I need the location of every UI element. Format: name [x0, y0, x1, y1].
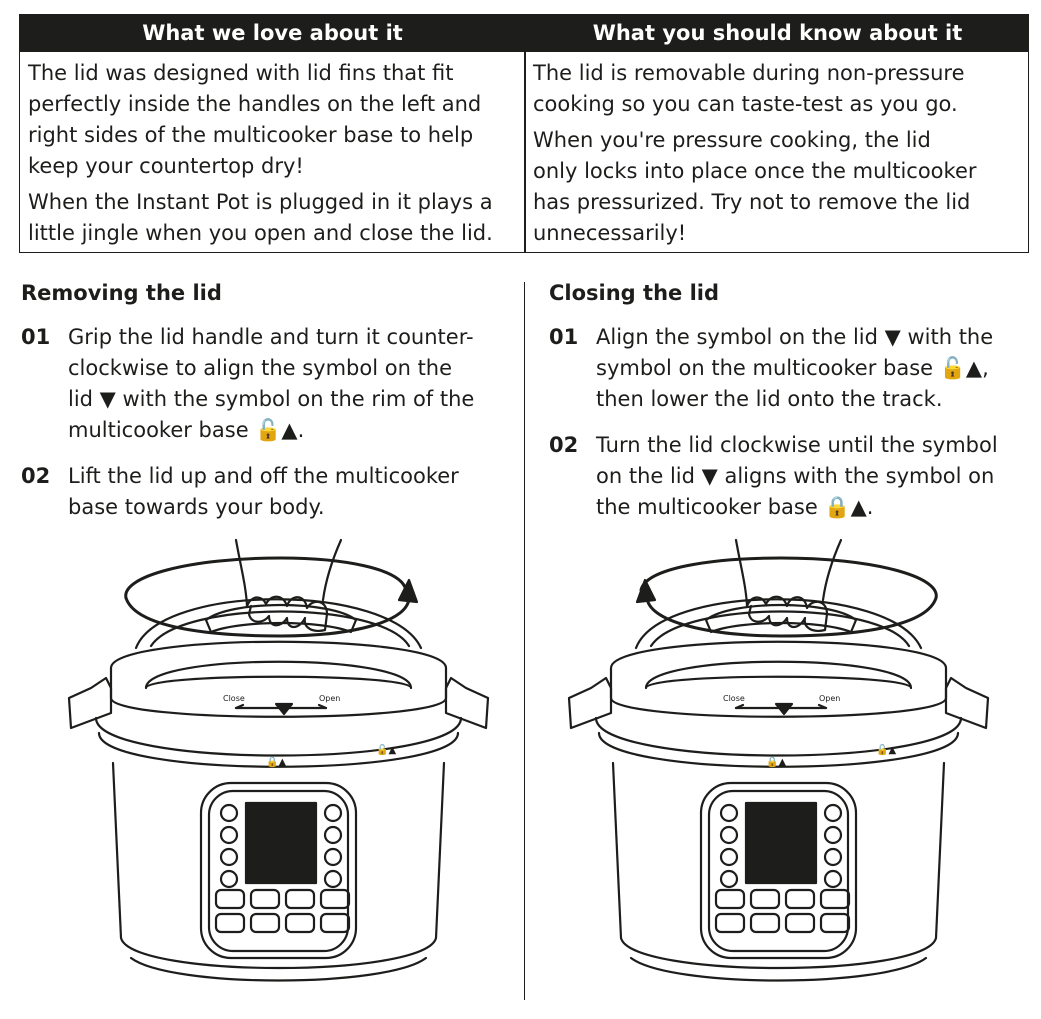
text-line: on the lid ▼ aligns with the symbol on	[596, 464, 995, 488]
removing-section: Removing the lid 01 Grip the lid handle …	[21, 278, 511, 538]
lid-rim	[109, 640, 448, 718]
lid-marker	[774, 702, 794, 716]
closing-illustration: Close Open 🔒▲ 🔓▲	[551, 538, 1011, 998]
panel-buttons-left	[219, 803, 239, 889]
side-handle-left	[67, 676, 113, 730]
lid-dome-inner	[149, 610, 411, 648]
text-line: cooking so you can taste-test as you go.	[533, 92, 958, 116]
panel-buttons-right	[323, 803, 343, 889]
hand	[734, 538, 829, 632]
text-line: When the Instant Pot is plugged in it pl…	[28, 190, 493, 214]
pot-body	[111, 761, 446, 970]
removing-steps: 01 Grip the lid handle and turn it count…	[21, 322, 511, 523]
lid-dome	[134, 598, 423, 650]
info-table-header: What we love about it What you should kn…	[20, 15, 1028, 52]
rotation-arrow	[639, 556, 938, 600]
removing-illustration: Close Open 🔒▲ 🔓▲	[51, 538, 511, 998]
text-line: little jingle when you open and close th…	[28, 221, 493, 245]
lid-handle	[704, 603, 858, 634]
text-line: the multicooker base 🔒▲.	[596, 495, 874, 519]
base-rim	[594, 716, 963, 757]
close-label: Close	[723, 694, 745, 703]
text-line: keep your countertop dry!	[28, 154, 304, 178]
rotation-arrow	[124, 556, 408, 600]
lid-handle	[204, 603, 358, 634]
love-header: What we love about it	[142, 21, 403, 45]
text-line: then lower the lid onto the track.	[596, 387, 943, 411]
multicooker-drawing: Close Open 🔒▲ 🔓▲	[67, 538, 490, 982]
info-table: What we love about it What you should kn…	[19, 14, 1029, 253]
text-line: Turn the lid clockwise until the symbol	[596, 433, 998, 457]
column-separator	[524, 282, 525, 1000]
text-line: right sides of the multicooker base to h…	[28, 123, 474, 147]
text-line: Lift the lid up and off the multicooker	[68, 464, 459, 488]
removing-title: Removing the lid	[21, 281, 222, 305]
text-line: lid ▼ with the symbol on the rim of the	[68, 387, 475, 411]
step-number: 02	[549, 433, 579, 457]
open-label: Open	[319, 694, 340, 703]
control-panel	[199, 781, 358, 960]
love-paragraph: The lid was designed with lid fins that …	[28, 58, 520, 182]
know-header: What you should know about it	[592, 21, 963, 45]
locked-symbol: 🔒▲	[266, 756, 286, 768]
closing-section: Closing the lid 01 Align the symbol on t…	[549, 278, 1029, 538]
lid-marker	[274, 702, 294, 716]
text-line: clockwise to align the symbol on the	[68, 356, 453, 380]
text-line: unnecessarily!	[533, 221, 687, 245]
open-label: Open	[819, 694, 840, 703]
text-line: Grip the lid handle and turn it counter-	[68, 325, 474, 349]
text-line: symbol on the multicooker base 🔓▲,	[596, 356, 989, 380]
text-line: Align the symbol on the lid ▼ with the	[596, 325, 994, 349]
locked-symbol: 🔒▲	[766, 756, 786, 768]
panel-keys	[714, 888, 851, 934]
panel-buttons-left	[719, 803, 739, 889]
lid-dome	[634, 598, 923, 650]
text-line: The lid is removable during non-pressure	[533, 61, 965, 85]
lid-dome-inner	[649, 610, 911, 648]
text-line: When you're pressure cooking, the lid	[533, 128, 931, 152]
closing-steps: 01 Align the symbol on the lid ▼ with th…	[549, 322, 1029, 523]
display-screen	[244, 801, 318, 885]
multicooker-drawing: Close Open 🔒▲ 🔓▲	[567, 538, 990, 982]
display-screen	[744, 801, 818, 885]
text-line: The lid was designed with lid fins that …	[28, 61, 454, 85]
text-line: perfectly inside the handles on the left…	[28, 92, 482, 116]
know-column: The lid is removable during non-pressure…	[533, 58, 1023, 254]
know-paragraph: The lid is removable during non-pressure…	[533, 58, 1023, 120]
step-number: 01	[549, 325, 579, 349]
removing-step-2: 02 Lift the lid up and off the multicook…	[21, 461, 511, 523]
removing-step-1: 01 Grip the lid handle and turn it count…	[21, 322, 511, 446]
table-divider	[524, 52, 526, 252]
base-rim	[94, 716, 463, 757]
text-line: multicooker base 🔓▲.	[68, 418, 305, 442]
arrowhead	[397, 578, 419, 604]
side-handle-left	[567, 676, 613, 730]
text-line: has pressurized. Try not to remove the l…	[533, 190, 971, 214]
control-panel	[699, 781, 858, 960]
close-label: Close	[223, 694, 245, 703]
know-paragraph: When you're pressure cooking, the lid on…	[533, 125, 1023, 249]
unlocked-symbol: 🔓▲	[376, 743, 396, 756]
unlocked-symbol: 🔓▲	[876, 743, 896, 756]
text-line: only locks into place once the multicook…	[533, 159, 977, 183]
text-line: base towards your body.	[68, 495, 325, 519]
side-handle-right	[944, 676, 990, 730]
panel-keys	[214, 888, 351, 934]
lid-rim	[609, 640, 948, 718]
side-handle-right	[444, 676, 490, 730]
step-number: 02	[21, 464, 51, 488]
arrowhead	[635, 578, 657, 604]
closing-title: Closing the lid	[549, 281, 719, 305]
hand	[234, 538, 329, 632]
panel-buttons-right	[823, 803, 843, 889]
love-column: The lid was designed with lid fins that …	[28, 58, 520, 254]
closing-step-2: 02 Turn the lid clockwise until the symb…	[549, 430, 1029, 523]
pot-body	[611, 761, 946, 970]
closing-step-1: 01 Align the symbol on the lid ▼ with th…	[549, 322, 1029, 415]
step-number: 01	[21, 325, 51, 349]
love-paragraph: When the Instant Pot is plugged in it pl…	[28, 187, 520, 249]
